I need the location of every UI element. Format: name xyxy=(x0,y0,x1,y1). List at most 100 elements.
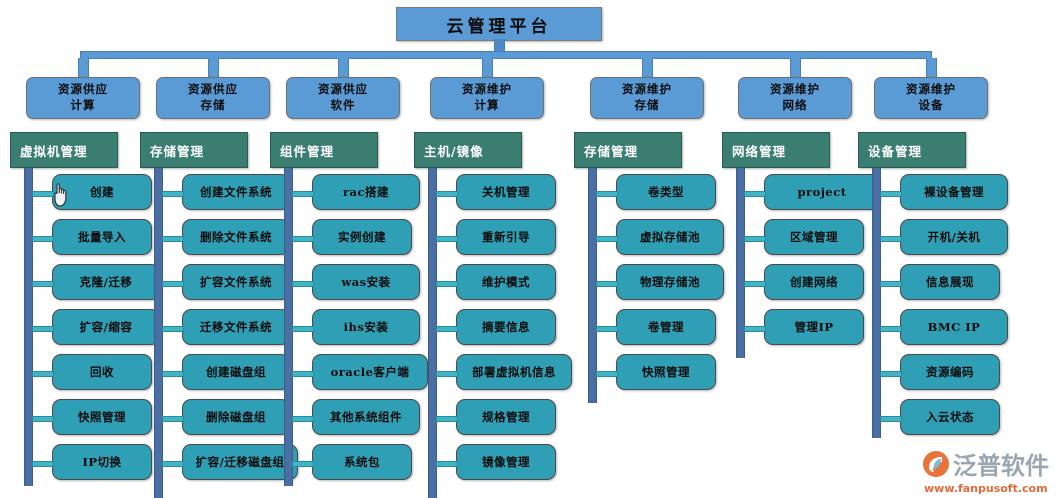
leaf-node-1-1[interactable]: 创建 xyxy=(32,174,152,210)
horizontal-bus-connector xyxy=(80,51,932,59)
column-4: 主机/镜像关机管理重新引导维护模式摘要信息部署虚拟机信息规格管理镜像管理 xyxy=(414,132,572,498)
column-header-1[interactable]: 虚拟机管理 xyxy=(10,132,118,168)
leaf-node-4-3[interactable]: 维护模式 xyxy=(436,264,556,300)
column-1: 虚拟机管理创建批量导入克隆/迁移扩容/缩容回收快照管理 IP切换 xyxy=(10,132,160,486)
leaf-node-4-1[interactable]: 关机管理 xyxy=(436,174,556,210)
level2-node-line2: 设备 xyxy=(918,98,944,112)
drop-connector-3 xyxy=(338,58,349,77)
drop-connector-7 xyxy=(926,58,937,77)
leaf-node-7-3[interactable]: 信息展现 xyxy=(880,264,1000,300)
leaf-node-2-4[interactable]: 迁移文件系统 xyxy=(162,309,290,345)
leaf-node-2-6[interactable]: 删除磁盘组 xyxy=(162,399,290,435)
leaf-node-label: 虚拟存储池 xyxy=(640,229,700,244)
leaf-node-label: BMC IP xyxy=(927,319,981,334)
leaf-node-label: IP切换 xyxy=(82,454,122,469)
leaf-connector-stub xyxy=(292,326,314,332)
leaf-node-3-3[interactable]: was安装 xyxy=(292,264,420,300)
root-node-cloud-management-platform[interactable]: 云管理平台 xyxy=(396,7,602,41)
column-header-3[interactable]: 组件管理 xyxy=(270,132,378,168)
leaf-node-4-4[interactable]: 摘要信息 xyxy=(436,309,556,345)
level2-node-2[interactable]: 资源供应存储 xyxy=(156,77,270,119)
leaf-node-4-5[interactable]: 部署虚拟机信息 xyxy=(436,354,572,390)
column-5: 存储管理卷类型虚拟存储池物理存储池卷管理快照管理 xyxy=(574,132,724,403)
leaf-node-label: 删除磁盘组 xyxy=(206,409,266,424)
leaf-node-5-1[interactable]: 卷类型 xyxy=(596,174,716,210)
leaf-connector-stub xyxy=(162,236,184,242)
column-items-4: 关机管理重新引导维护模式摘要信息部署虚拟机信息规格管理镜像管理 xyxy=(436,174,572,489)
column-6: 网络管理 project 区域管理创建网络管理IP xyxy=(722,132,880,358)
leaf-node-2-5[interactable]: 创建磁盘组 xyxy=(162,354,290,390)
leaf-node-label: 克隆/迁移 xyxy=(79,274,133,289)
level2-node-4[interactable]: 资源维护计算 xyxy=(430,77,544,119)
leaf-node-5-4[interactable]: 卷管理 xyxy=(596,309,716,345)
leaf-node-1-6[interactable]: 快照管理 xyxy=(32,399,152,435)
leaf-connector-stub xyxy=(880,191,902,197)
leaf-node-3-5[interactable]: oracle客户端 xyxy=(292,354,428,390)
column-header-7[interactable]: 设备管理 xyxy=(858,132,966,168)
leaf-node-2-2[interactable]: 删除文件系统 xyxy=(162,219,290,255)
leaf-node-1-5[interactable]: 回收 xyxy=(32,354,152,390)
leaf-connector-stub xyxy=(436,326,458,332)
level2-node-line2: 软件 xyxy=(330,98,356,112)
leaf-node-2-3[interactable]: 扩容文件系统 xyxy=(162,264,290,300)
leaf-node-7-6[interactable]: 入云状态 xyxy=(880,399,1000,435)
column-items-5: 卷类型虚拟存储池物理存储池卷管理快照管理 xyxy=(596,174,724,399)
column-header-6[interactable]: 网络管理 xyxy=(722,132,830,168)
leaf-connector-stub xyxy=(162,416,184,422)
drop-connector-1 xyxy=(78,58,89,77)
column-header-5[interactable]: 存储管理 xyxy=(574,132,682,168)
leaf-node-5-5[interactable]: 快照管理 xyxy=(596,354,716,390)
leaf-node-3-4[interactable]: ihs安装 xyxy=(292,309,420,345)
leaf-node-1-2[interactable]: 批量导入 xyxy=(32,219,152,255)
leaf-connector-stub xyxy=(162,326,184,332)
leaf-connector-stub xyxy=(880,416,902,422)
level2-node-line1: 资源供应 xyxy=(318,82,368,97)
leaf-node-6-1[interactable]: project xyxy=(744,174,880,210)
leaf-connector-stub xyxy=(596,281,618,287)
leaf-connector-stub xyxy=(436,191,458,197)
leaf-node-3-2[interactable]: 实例创建 xyxy=(292,219,412,255)
leaf-node-label: 镜像管理 xyxy=(482,454,530,469)
leaf-node-6-2[interactable]: 区域管理 xyxy=(744,219,864,255)
leaf-node-3-1[interactable]: rac搭建 xyxy=(292,174,420,210)
leaf-node-label: was安装 xyxy=(341,274,391,289)
column-items-3: rac搭建实例创建 was安装 ihs安装 oracle客户端其他系统组件系统包 xyxy=(292,174,428,489)
level2-node-1[interactable]: 资源供应计算 xyxy=(26,77,140,119)
leaf-connector-stub xyxy=(32,191,54,197)
leaf-node-7-4[interactable]: BMC IP xyxy=(880,309,1008,345)
watermark-url-text: www.fanpusoft.com xyxy=(924,482,1048,495)
leaf-node-2-1[interactable]: 创建文件系统 xyxy=(162,174,290,210)
leaf-node-6-4[interactable]: 管理IP xyxy=(744,309,864,345)
leaf-node-2-7[interactable]: 扩容/迁移磁盘组 xyxy=(162,444,298,480)
level2-node-7[interactable]: 资源维护设备 xyxy=(874,77,988,119)
level2-node-line1: 资源维护 xyxy=(770,82,820,97)
level2-node-6[interactable]: 资源维护网络 xyxy=(738,77,852,119)
leaf-connector-stub xyxy=(32,281,54,287)
leaf-node-1-4[interactable]: 扩容/缩容 xyxy=(32,309,160,345)
leaf-node-5-2[interactable]: 虚拟存储池 xyxy=(596,219,724,255)
leaf-connector-stub xyxy=(162,371,184,377)
level2-node-5[interactable]: 资源维护存储 xyxy=(590,77,704,119)
leaf-node-5-3[interactable]: 物理存储池 xyxy=(596,264,724,300)
leaf-node-3-7[interactable]: 系统包 xyxy=(292,444,412,480)
drop-connector-4 xyxy=(482,58,493,77)
leaf-node-4-2[interactable]: 重新引导 xyxy=(436,219,556,255)
column-header-4[interactable]: 主机/镜像 xyxy=(414,132,522,168)
leaf-node-7-1[interactable]: 裸设备管理 xyxy=(880,174,1008,210)
leaf-connector-stub xyxy=(32,461,54,467)
leaf-node-1-3[interactable]: 克隆/迁移 xyxy=(32,264,160,300)
leaf-connector-stub xyxy=(436,461,458,467)
leaf-connector-stub xyxy=(436,371,458,377)
column-header-2[interactable]: 存储管理 xyxy=(140,132,248,168)
level2-node-3[interactable]: 资源供应软件 xyxy=(286,77,400,119)
leaf-node-7-2[interactable]: 开机/关机 xyxy=(880,219,1008,255)
leaf-connector-stub xyxy=(32,371,54,377)
leaf-node-4-7[interactable]: 镜像管理 xyxy=(436,444,556,480)
leaf-node-4-6[interactable]: 规格管理 xyxy=(436,399,556,435)
leaf-node-6-3[interactable]: 创建网络 xyxy=(744,264,864,300)
leaf-node-1-7[interactable]: IP切换 xyxy=(32,444,152,480)
column-rail-7 xyxy=(872,168,881,438)
leaf-node-3-6[interactable]: 其他系统组件 xyxy=(292,399,420,435)
leaf-node-label: 回收 xyxy=(90,364,114,379)
leaf-node-7-5[interactable]: 资源编码 xyxy=(880,354,1000,390)
